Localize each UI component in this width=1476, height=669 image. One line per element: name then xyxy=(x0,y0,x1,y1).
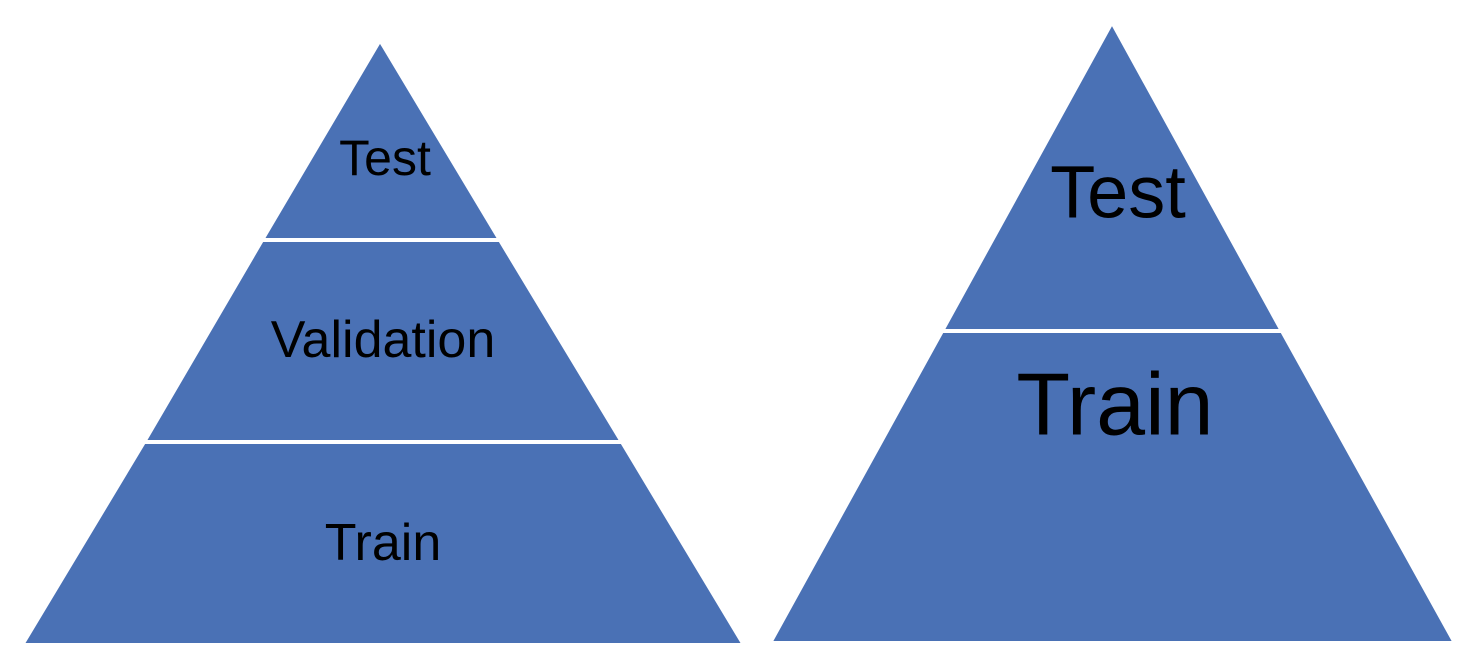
right-train-label: Train xyxy=(1016,355,1213,454)
right-train-segment xyxy=(766,329,1459,645)
left-train-segment xyxy=(18,440,748,647)
left-test-label: Test xyxy=(339,130,431,186)
left-validation-label: Validation xyxy=(271,311,496,369)
left-train-label: Train xyxy=(325,514,442,572)
right-pyramid: Test Train xyxy=(766,17,1459,645)
right-test-label: Test xyxy=(1050,151,1186,234)
left-pyramid: Test Validation Train xyxy=(18,36,748,647)
